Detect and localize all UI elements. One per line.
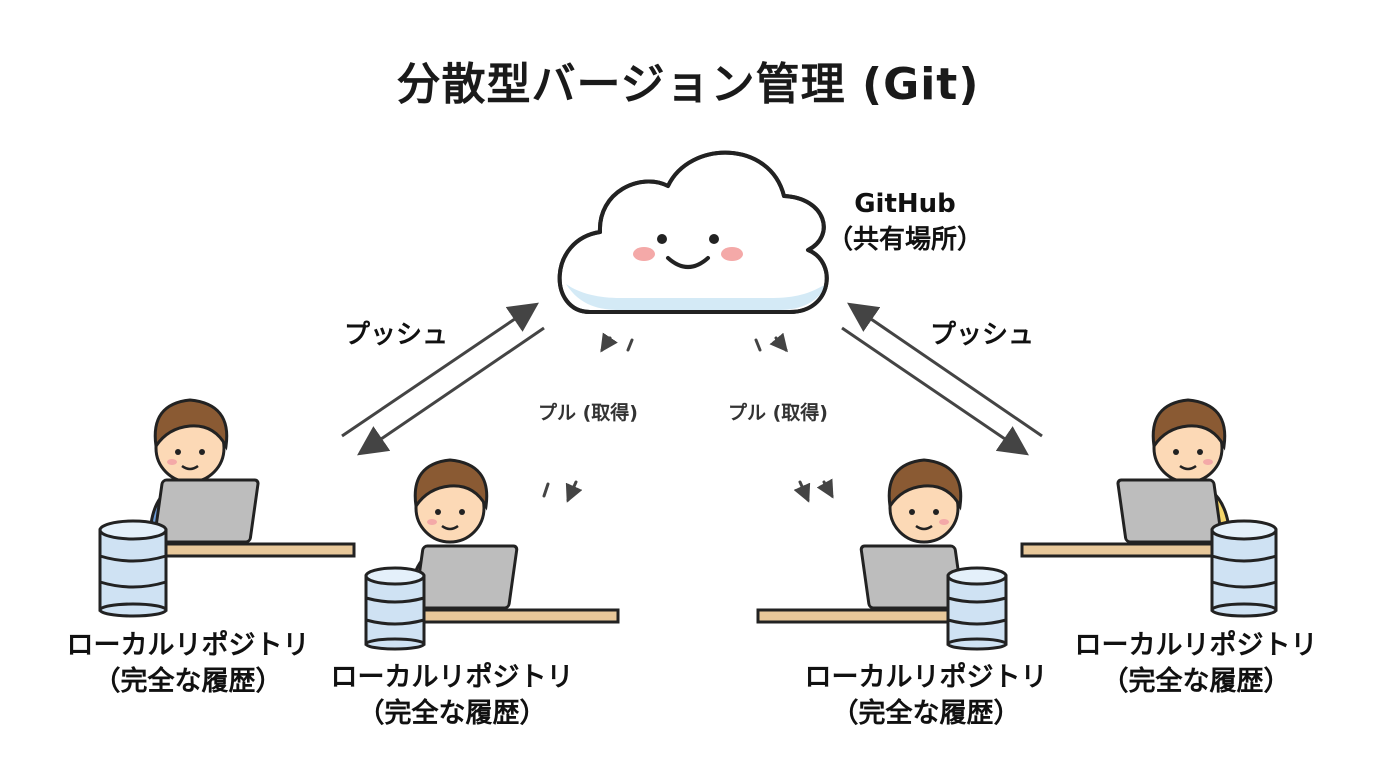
repo-label-3-line2: （完全な履歴）: [831, 698, 1021, 729]
cloud-cheek-left: [633, 247, 655, 261]
developer-green: [756, 458, 968, 624]
cloud-name: GitHub: [854, 189, 956, 219]
database-icon: [1210, 519, 1278, 618]
repo-label-1: ローカルリポジトリ （完全な履歴）: [38, 628, 338, 700]
developer-blue: [148, 398, 356, 558]
left-arrows: [341, 302, 545, 456]
repo-label-3: ローカルリポジトリ （完全な履歴）: [776, 660, 1076, 732]
repo-label-4: ローカルリポジトリ （完全な履歴）: [1046, 628, 1346, 700]
pull-arrow-right: [841, 326, 1029, 456]
repo-label-2: ローカルリポジトリ （完全な履歴）: [302, 660, 602, 732]
pull-label-left: プル (取得): [538, 402, 638, 424]
repo-label-1-line1: ローカルリポジトリ: [66, 630, 310, 661]
database-icon: [98, 519, 168, 618]
push-arrow-left: [341, 302, 539, 438]
developer-red: [408, 458, 620, 624]
repo-label-2-line1: ローカルリポジトリ: [330, 662, 574, 693]
database-icon: [364, 566, 426, 651]
database-icon: [946, 566, 1008, 651]
cloud-eye-right: [709, 234, 719, 244]
push-label-left: プッシュ: [344, 320, 449, 350]
push-arrow-right: [847, 302, 1043, 438]
pull-arrow-left: [357, 326, 545, 456]
pull-hint-marks: [542, 332, 834, 503]
cloud-icon: [557, 150, 829, 314]
developer-yellow: [1020, 398, 1232, 558]
repo-label-1-line2: （完全な履歴）: [93, 666, 283, 697]
cloud-eye-left: [657, 234, 667, 244]
repo-label-4-line2: （完全な履歴）: [1101, 666, 1291, 697]
pull-label-right: プル (取得): [728, 402, 828, 424]
page-title: 分散型バージョン管理 (Git): [396, 59, 980, 110]
cloud-smile: [666, 256, 710, 269]
right-arrows: [841, 302, 1043, 456]
repo-label-4-line1: ローカルリポジトリ: [1074, 630, 1318, 661]
push-label-right: プッシュ: [930, 320, 1035, 350]
repo-label-3-line1: ローカルリポジトリ: [804, 662, 1048, 693]
cloud-sub: （共有場所）: [826, 225, 983, 255]
repo-label-2-line2: （完全な履歴）: [357, 698, 547, 729]
cloud-cheek-right: [721, 247, 743, 261]
cloud-label: GitHub （共有場所）: [820, 186, 990, 258]
